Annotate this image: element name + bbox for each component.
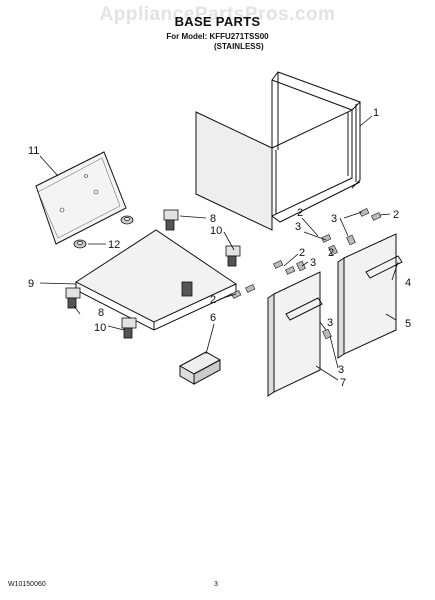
base-back-panel bbox=[195, 111, 273, 231]
callout-6: 6 bbox=[210, 312, 216, 324]
callout-3-a: 3 bbox=[331, 213, 337, 225]
page-number: 3 bbox=[214, 581, 218, 588]
document-code: W10150060 bbox=[8, 581, 46, 588]
callout-2-a: 2 bbox=[297, 207, 303, 219]
watermark: AppliancePartsPros.com bbox=[99, 4, 336, 25]
callout-labels: 1 11 8 10 12 9 8 10 2 3 2 3 2 3 2 2 6 4 … bbox=[28, 107, 411, 389]
callout-8-lower: 8 bbox=[98, 307, 104, 319]
callout-3-c: 3 bbox=[310, 257, 316, 269]
model-line: For Model: KFFU271TSS00 bbox=[166, 32, 269, 41]
callout-12: 12 bbox=[108, 239, 120, 251]
door-panel-left bbox=[267, 271, 323, 397]
callout-2-c: 2 bbox=[299, 247, 305, 259]
callout-7: 7 bbox=[340, 377, 346, 389]
callout-2-e: 2 bbox=[210, 294, 216, 306]
callout-10-lower: 10 bbox=[94, 322, 106, 334]
callout-10-upper: 10 bbox=[210, 225, 222, 237]
callout-1: 1 bbox=[373, 107, 379, 119]
callout-4: 4 bbox=[405, 277, 411, 289]
side-panel bbox=[35, 151, 127, 245]
grommet-icon bbox=[73, 215, 134, 249]
caster-icon bbox=[65, 209, 241, 339]
callout-3-d: 3 bbox=[327, 317, 333, 329]
model-variant: (STAINLESS) bbox=[214, 42, 264, 51]
callout-2-d: 2 bbox=[328, 247, 334, 259]
fastener-icon bbox=[231, 208, 382, 340]
callout-8-upper: 8 bbox=[210, 213, 216, 225]
page-title: BASE PARTS bbox=[174, 14, 261, 29]
base-plate bbox=[75, 229, 238, 331]
leader-lines bbox=[39, 115, 399, 381]
callout-9: 9 bbox=[28, 278, 34, 290]
callout-3-b: 3 bbox=[295, 221, 301, 233]
callout-11: 11 bbox=[28, 145, 39, 157]
door-panel-right bbox=[337, 233, 403, 359]
callout-2-b: 2 bbox=[393, 209, 399, 221]
callout-3-e: 3 bbox=[338, 364, 344, 376]
callout-5: 5 bbox=[405, 318, 411, 330]
hardware-bag-icon bbox=[178, 351, 222, 385]
base-frame bbox=[271, 71, 361, 223]
